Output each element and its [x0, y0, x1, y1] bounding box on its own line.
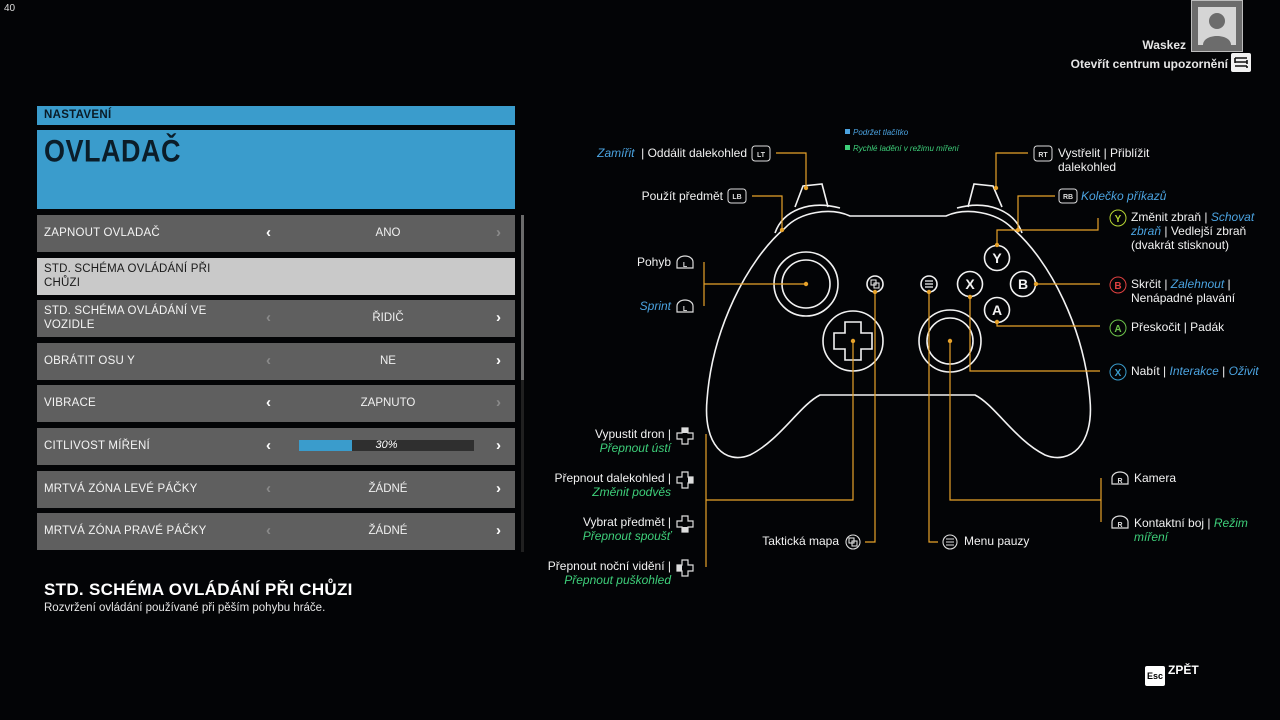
setting-right-deadzone[interactable]: MRTVÁ ZÓNA PRAVÉ PÁČKY ‹ ŽÁDNÉ › — [37, 513, 515, 551]
slider-fill — [299, 439, 352, 451]
lt-icon: LT — [757, 152, 766, 159]
setting-value: ŽÁDNÉ — [368, 482, 408, 495]
arrow-left-icon[interactable]: ‹ — [266, 479, 271, 497]
binding-menu: Menu pauzy — [964, 534, 1030, 548]
section-header: NASTAVENÍ — [37, 106, 515, 125]
setting-label: STD. SCHÉMA OVLÁDÁNÍ VE VOZIDLE — [44, 305, 207, 332]
fps-counter: 40 — [4, 3, 16, 14]
setting-label: MRTVÁ ZÓNA LEVÉ PÁČKY — [44, 482, 198, 495]
binding-view: Taktická mapa — [762, 534, 839, 548]
binding-ls-sprint: Sprint — [639, 299, 671, 313]
setting-value: ŽÁDNÉ — [368, 525, 408, 538]
arrow-left-icon[interactable]: ‹ — [266, 309, 271, 327]
setting-invert-y[interactable]: OBRÁTIT OSU Y ‹ NE › — [37, 342, 515, 380]
binding-a: Přeskočit | Padák — [1131, 320, 1225, 334]
page-title: OVLADAČ — [44, 134, 181, 169]
button-y-label: Y — [992, 250, 1002, 266]
a-button-icon: A — [1114, 324, 1121, 335]
ls-icon: L — [683, 262, 688, 269]
button-x-label: X — [965, 276, 975, 292]
setting-aim-sensitivity[interactable]: CITLIVOST MÍŘENÍ ‹ 30% › — [37, 427, 515, 465]
rs-click-icon: R — [1117, 522, 1122, 529]
setting-value: ANO — [375, 227, 401, 239]
username: Waskez — [1142, 38, 1186, 52]
lb-icon: LB — [732, 194, 741, 201]
legend-fine-tune: Rychlé ladění v režimu míření — [845, 144, 959, 153]
setting-label: STD. SCHÉMA OVLÁDÁNÍ PŘI CHŮZI — [44, 262, 211, 289]
setting-label: VIBRACE — [44, 397, 96, 410]
notification-key-icon[interactable] — [1231, 53, 1251, 72]
binding-dpad-left: Přepnout noční vidění |Přepnout puškohle… — [547, 559, 671, 587]
binding-ls-move: Pohyb — [636, 255, 671, 269]
arrow-right-icon[interactable]: › — [496, 522, 501, 540]
arrow-right-icon[interactable]: › — [496, 479, 501, 497]
stick-icon — [676, 255, 1129, 529]
setting-value: NE — [380, 354, 396, 367]
b-button-icon: B — [1114, 281, 1121, 292]
binding-lb: Použít předmět — [641, 189, 723, 203]
arrow-right-icon[interactable]: › — [496, 351, 501, 369]
setting-value: ŘIDIČ — [372, 312, 404, 325]
setting-label: ZAPNOUT OVLADAČ — [44, 227, 160, 239]
rs-icon: R — [1117, 478, 1122, 485]
description-title: STD. SCHÉMA OVLÁDÁNÍ PŘI CHŮZI — [44, 580, 353, 599]
notification-center-label[interactable]: Otevřít centrum upozornění — [1070, 57, 1228, 71]
arrow-left-icon[interactable]: ‹ — [266, 522, 271, 540]
x-button-icon: X — [1115, 368, 1122, 379]
arrow-right-icon[interactable]: › — [496, 309, 501, 327]
dpad-icon — [676, 427, 694, 577]
arrow-right-icon[interactable]: › — [496, 394, 501, 412]
binding-rb: Kolečko příkazů — [1081, 189, 1167, 203]
rb-icon: RB — [1063, 194, 1073, 201]
button-a-label: A — [992, 302, 1002, 318]
esc-key-icon: Esc — [1145, 666, 1165, 686]
setting-label: MRTVÁ ZÓNA PRAVÉ PÁČKY — [44, 525, 207, 538]
binding-lt: Zamířit | Oddálit dalekohled — [597, 146, 747, 160]
scrollbar-track[interactable] — [521, 215, 524, 552]
sensitivity-slider[interactable]: 30% — [299, 438, 474, 451]
description-text: Rozvržení ovládání používané při pěším p… — [44, 602, 326, 614]
binding-b: Skrčit | Zalehnout |Nenápadné plavání — [1131, 277, 1236, 305]
button-b-label: B — [1018, 276, 1028, 292]
ls-click-icon: L — [683, 306, 688, 313]
rt-icon: RT — [1038, 152, 1048, 159]
y-button-icon: Y — [1115, 214, 1122, 225]
setting-vehicle-scheme[interactable]: STD. SCHÉMA OVLÁDÁNÍ VE VOZIDLE ‹ ŘIDIČ … — [37, 300, 515, 338]
binding-dpad-right: Přepnout dalekohled |Změnit podvěs — [554, 471, 671, 499]
binding-dpad-down: Vybrat předmět |Přepnout spoušť — [582, 515, 671, 543]
binding-x: Nabít | Interakce | Oživit — [1131, 364, 1259, 378]
arrow-left-icon[interactable]: ‹ — [266, 436, 271, 454]
setting-label: OBRÁTIT OSU Y — [44, 354, 136, 367]
section-label: NASTAVENÍ — [44, 109, 112, 121]
setting-value: ZAPNUTO — [360, 397, 416, 410]
arrow-left-icon[interactable]: ‹ — [266, 351, 271, 369]
arrow-left-icon[interactable]: ‹ — [266, 224, 271, 241]
back-label: ZPĚT — [1168, 663, 1199, 677]
setting-walking-scheme[interactable]: STD. SCHÉMA OVLÁDÁNÍ PŘI CHŮZI — [37, 257, 515, 295]
arrow-left-icon[interactable]: ‹ — [266, 394, 271, 412]
settings-list: ZAPNOUT OVLADAČ ‹ ANO › STD. SCHÉMA OVLÁ… — [37, 215, 515, 556]
scrollbar-thumb[interactable] — [521, 215, 524, 380]
view-button-icon — [845, 534, 861, 550]
setting-left-deadzone[interactable]: MRTVÁ ZÓNA LEVÉ PÁČKY ‹ ŽÁDNÉ › — [37, 470, 515, 508]
setting-label: CITLIVOST MÍŘENÍ — [44, 439, 150, 452]
menu-button-icon — [942, 534, 958, 550]
legend-hold: Podržet tlačítko — [845, 128, 908, 137]
controller-icon — [705, 183, 1092, 459]
binding-rs-camera: Kamera — [1134, 471, 1177, 485]
slider-value: 30% — [375, 438, 398, 451]
page-title-banner: OVLADAČ — [37, 130, 515, 209]
user-avatar-icon[interactable] — [1191, 0, 1243, 52]
binding-dpad-up: Vypustit dron |Přepnout ústí — [594, 427, 671, 455]
setting-vibration[interactable]: VIBRACE ‹ ZAPNUTO › — [37, 385, 515, 423]
setting-enable-controller[interactable]: ZAPNOUT OVLADAČ ‹ ANO › — [37, 215, 515, 252]
connector-lines — [703, 152, 1102, 567]
arrow-right-icon[interactable]: › — [496, 224, 501, 241]
arrow-right-icon[interactable]: › — [496, 436, 501, 454]
